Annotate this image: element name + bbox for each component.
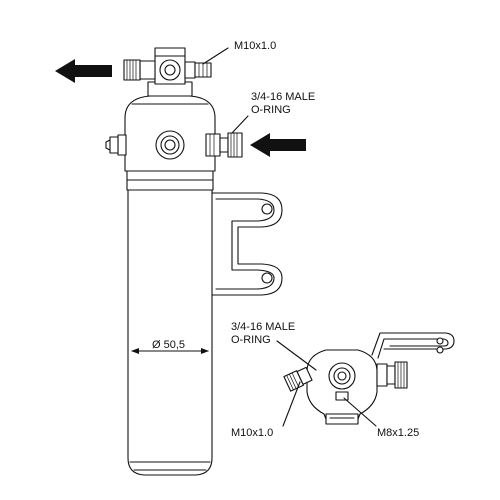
- drier-body: [124, 95, 216, 476]
- detail-thread-left-label: M10x1.0: [231, 427, 274, 439]
- detail-view: [283, 332, 455, 425]
- sight-glass: [155, 130, 185, 160]
- detail-oring-label-line2: O-RING: [231, 334, 271, 346]
- top-fitting: [123, 47, 212, 97]
- outlet-arrow-icon: [55, 59, 112, 83]
- diameter-label: Ø 50,5: [152, 339, 186, 351]
- diameter-dimension: [131, 348, 209, 354]
- inlet-fitting: [205, 132, 243, 158]
- inlet-arrow-icon: [250, 133, 306, 157]
- left-plug: [105, 134, 127, 156]
- mounting-bracket: [211, 192, 283, 296]
- detail-oring-label-line1: 3/4-16 MALE: [231, 321, 296, 333]
- top-thread-label: M10x1.0: [234, 40, 277, 52]
- inlet-oring-label-line2: O-RING: [251, 104, 291, 116]
- inlet-oring-label-line1: 3/4-16 MALE: [251, 91, 316, 103]
- detail-thread-right-label: M8x1.25: [377, 427, 420, 439]
